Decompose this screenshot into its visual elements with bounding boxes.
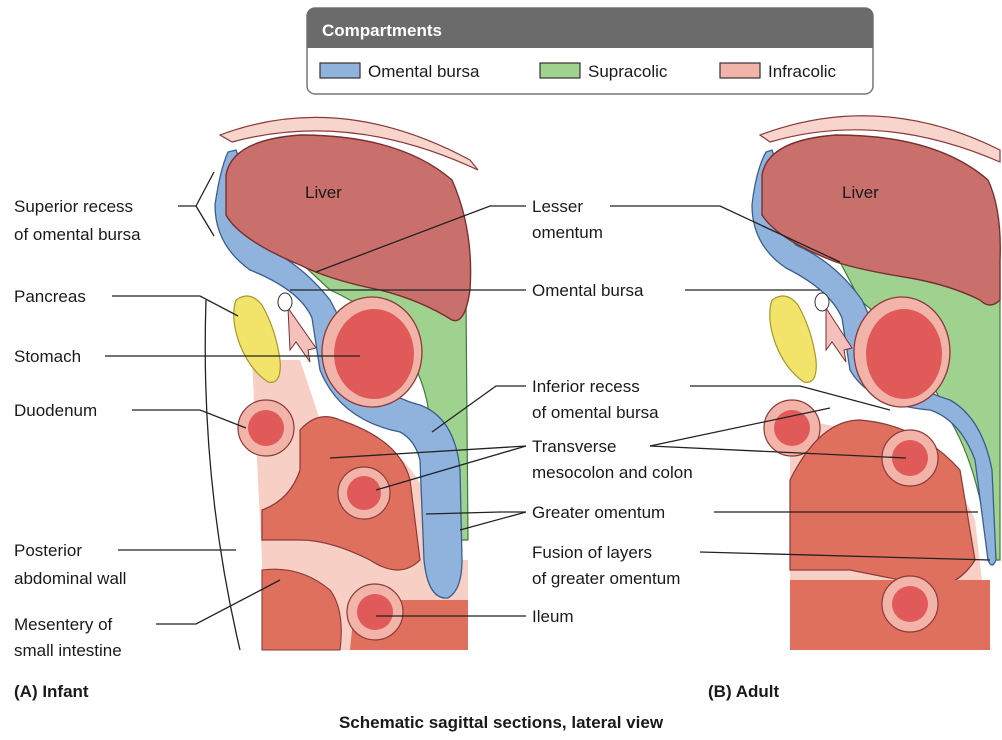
posterior-wall-line-infant xyxy=(205,300,240,650)
label-duodenum: Duodenum xyxy=(14,401,97,420)
pancreas-adult xyxy=(770,296,817,382)
label-posterior-wall-line1: Posterior xyxy=(14,541,82,560)
transverse-colon-lumen-infant xyxy=(347,476,381,510)
panel-label-adult: (B) Adult xyxy=(708,682,779,701)
figure-caption: Schematic sagittal sections, lateral vie… xyxy=(339,713,664,732)
ileum-lumen-adult xyxy=(892,586,928,622)
duodenum-lumen-infant xyxy=(248,410,284,446)
label-superior-recess-line2: of omental bursa xyxy=(14,225,141,244)
leader-duodenum xyxy=(132,410,246,428)
transverse-mesocolon-adult xyxy=(790,420,975,587)
legend-swatch-omental-bursa xyxy=(320,63,360,78)
panel-infant: Liver xyxy=(205,117,478,650)
legend-swatch-supracolic xyxy=(540,63,580,78)
stomach-lumen-adult xyxy=(866,309,942,399)
pancreas-infant xyxy=(234,296,281,382)
legend-label-infracolic: Infracolic xyxy=(768,62,837,81)
liver-label-infant: Liver xyxy=(305,183,342,202)
label-stomach: Stomach xyxy=(14,347,81,366)
label-pancreas: Pancreas xyxy=(14,287,86,306)
leader-greater-omentum-b xyxy=(460,512,526,530)
legend-label-supracolic: Supracolic xyxy=(588,62,668,81)
label-omental-bursa: Omental bursa xyxy=(532,281,644,300)
label-inferior-recess-line2: of omental bursa xyxy=(532,403,659,422)
legend: Compartments Omental bursa Supracolic In… xyxy=(307,8,873,94)
panel-label-infant: (A) Infant xyxy=(14,682,89,701)
label-mesentery-line2: small intestine xyxy=(14,641,122,660)
label-transverse-line1: Transverse xyxy=(532,437,616,456)
leader-mesentery xyxy=(156,580,280,624)
epiploic-foramen-adult xyxy=(815,293,829,311)
label-fusion-line2: of greater omentum xyxy=(532,569,680,588)
label-superior-recess-line1: Superior recess xyxy=(14,197,133,216)
label-fusion-line1: Fusion of layers xyxy=(532,543,652,562)
ileum-lumen-infant xyxy=(357,594,393,630)
legend-title: Compartments xyxy=(322,21,442,40)
label-lesser-omentum-line2: omentum xyxy=(532,223,603,242)
label-posterior-wall-line2: abdominal wall xyxy=(14,569,126,588)
label-mesentery-line1: Mesentery of xyxy=(14,615,113,634)
label-greater-omentum: Greater omentum xyxy=(532,503,665,522)
legend-swatch-infracolic xyxy=(720,63,760,78)
panel-adult: Liver xyxy=(752,116,1000,650)
label-transverse-line2: mesocolon and colon xyxy=(532,463,693,482)
stomach-lumen-infant xyxy=(334,309,414,399)
liver-label-adult: Liver xyxy=(842,183,879,202)
leader-pancreas xyxy=(112,296,238,316)
epiploic-foramen-infant xyxy=(278,293,292,311)
label-ileum: Ileum xyxy=(532,607,574,626)
leader-superior-recess xyxy=(178,172,214,236)
label-lesser-omentum-line1: Lesser xyxy=(532,197,583,216)
label-inferior-recess-line1: Inferior recess xyxy=(532,377,640,396)
legend-label-omental-bursa: Omental bursa xyxy=(368,62,480,81)
